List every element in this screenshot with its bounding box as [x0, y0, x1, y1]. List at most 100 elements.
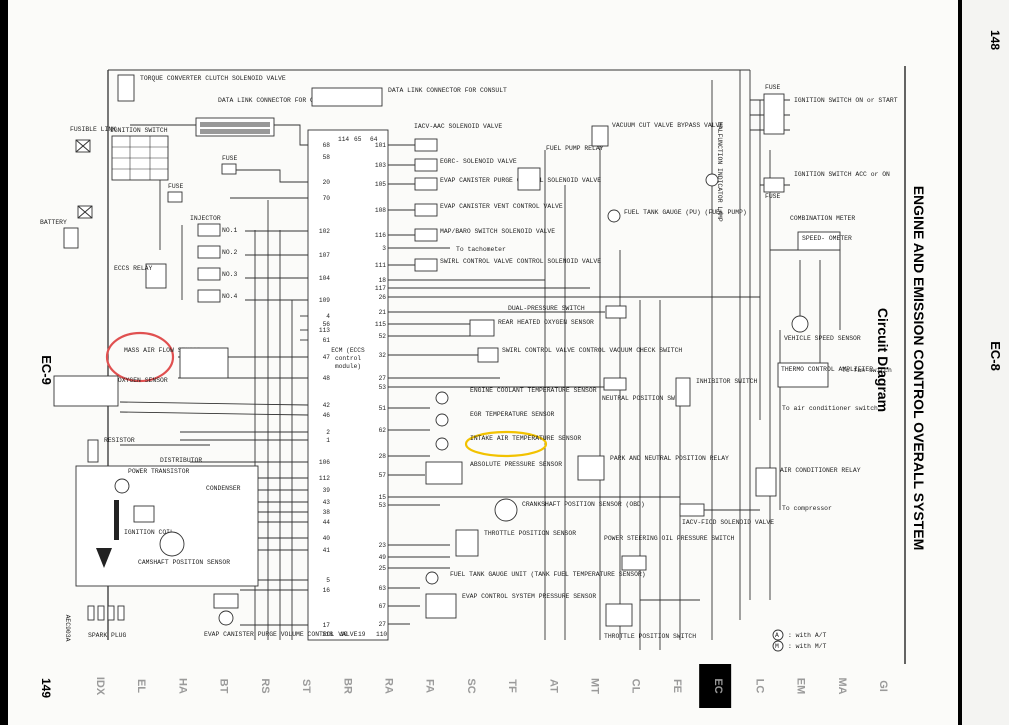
ecm-pin-left: 40 — [323, 535, 331, 542]
resistor: RESISTOR — [87, 437, 135, 463]
tab-cl[interactable]: CL — [630, 679, 642, 694]
ecm-pin-right: 25 — [379, 565, 387, 572]
left-page — [8, 0, 958, 725]
ecm-pin-left: 43 — [323, 499, 331, 506]
ign-acc-on-label: IGNITION SWITCH ACC or ON — [794, 171, 890, 178]
fuel-tank-unit-label: FUEL TANK GAUGE UNIT (TANK FUEL TEMPERAT… — [450, 571, 646, 578]
ecm-pin-right: 51 — [379, 405, 387, 412]
section-tabs: IDX EL HA BT RS ST BR RA FA SC TF AT MT CL FE EC LC EM MA G… — [94, 664, 889, 708]
ecm-right-pins: 1011031051081163111181172621115523227535… — [375, 142, 386, 628]
ecm-pin-right: 116 — [375, 232, 386, 239]
tab-em[interactable]: EM — [795, 678, 807, 695]
ecm-pin-right: 67 — [379, 603, 387, 610]
legend-m-text: : with M/T — [788, 643, 827, 650]
ecm-pin-left: 16 — [323, 587, 331, 594]
ecm-pin-left: 20 — [323, 179, 331, 186]
tab-tf[interactable]: TF — [506, 679, 518, 693]
ecm-pin-left: 2 — [326, 429, 330, 436]
inhibitor-switch-label: INHIBITOR SWITCH — [696, 378, 758, 385]
ignition-coil-label: IGNITION COIL — [124, 529, 174, 536]
ecm-pin-left: 39 — [323, 487, 331, 494]
tab-mt[interactable]: MT — [589, 678, 601, 694]
neutral-switch-label: NEUTRAL POSITION SWITCH — [602, 395, 690, 402]
data-link-gst-label: DATA LINK CONNECTOR FOR GST — [218, 97, 322, 104]
coolant-temp-label: ENGINE COOLANT TEMPERATURE SENSOR — [470, 387, 597, 394]
ecm-pin-right: 3 — [382, 245, 386, 252]
ecm-pin-right: 28 — [379, 453, 387, 460]
battery: BATTERY — [40, 205, 93, 249]
fuse-left: FUSE FUSE — [167, 155, 238, 203]
ecm-pin-right: 27 — [379, 375, 387, 382]
legend-a-text: : with A/T — [788, 632, 827, 639]
ecm-pin-left: 104 — [319, 275, 330, 282]
tab-br[interactable]: BR — [341, 678, 353, 694]
ecm-pin-left: 68 — [323, 142, 331, 149]
ecm-label-1: ECM (ECCS — [331, 347, 365, 354]
ecm-label-3: module) — [335, 363, 361, 370]
tab-ra[interactable]: RA — [382, 678, 394, 694]
tab-fe[interactable]: FE — [671, 679, 683, 693]
distributor-label: DISTRIBUTOR — [160, 457, 202, 464]
tab-idx[interactable]: IDX — [94, 677, 106, 696]
swirl-vacuum-label: SWIRL CONTROL VALVE CONTROL VACUUM CHECK… — [502, 347, 682, 354]
legend: A : with A/T M : with M/T — [772, 629, 827, 652]
ecm-pin-left: 4 — [326, 313, 330, 320]
injector-no3: NO.3 — [222, 271, 238, 278]
ecm-pin-left: 56 — [323, 321, 331, 328]
ecm-pin-left: 1 — [326, 437, 330, 444]
fuse-label-3: FUSE — [765, 84, 781, 91]
ecm-pin-left: 46 — [323, 412, 331, 419]
eccs-relay: ECCS RELAY — [114, 263, 167, 289]
tab-bt[interactable]: BT — [218, 679, 230, 694]
injector-no4: NO.4 — [222, 293, 238, 300]
tab-el[interactable]: EL — [135, 679, 147, 693]
iacv-aac-label: IACV-AAC SOLENOID VALVE — [414, 123, 502, 130]
evap-purge-volume-valve: EVAP CANISTER PURGE VOLUME CONTROL VALVE — [204, 593, 358, 638]
ecm-pin-right: 21 — [379, 309, 387, 316]
tab-ec[interactable]: EC — [712, 678, 724, 693]
tab-gi[interactable]: GI — [877, 680, 889, 692]
ecm-pin-left: 41 — [323, 547, 331, 554]
park-neutral-relay-label: PARK AND NEUTRAL POSITION RELAY — [610, 455, 729, 462]
ecm-pin-right: 117 — [375, 285, 386, 292]
ecm-pin-left: 61 — [323, 337, 331, 344]
ecm-pin-left: 58 — [323, 154, 331, 161]
ecm-box — [307, 129, 389, 641]
ignition-switch-table: IGNITION SWITCH — [110, 127, 169, 181]
ecm-pin-bottom: 110 — [376, 631, 387, 638]
tab-fa[interactable]: FA — [424, 679, 436, 693]
combination-meter-label: COMBINATION METER — [790, 215, 855, 222]
ecm-pin-right: 53 — [379, 384, 387, 391]
tab-st[interactable]: ST — [300, 679, 312, 693]
ac-relay-label: AIR CONDITIONER RELAY — [780, 467, 861, 474]
ecm-pin-left: 113 — [319, 327, 330, 334]
ecm-pin-right: 103 — [375, 162, 386, 169]
malfunction-lamp-label: MALFUNCTION INDICATOR LAMP — [716, 122, 723, 222]
eccs-relay-label: ECCS RELAY — [114, 265, 153, 272]
egrc-label: EGRC- SOLENOID VALVE — [440, 158, 517, 165]
ecm-pin-right: 57 — [379, 472, 387, 479]
ecm-pin-left: 102 — [319, 228, 330, 235]
ecm-pin-bottom: 118 — [322, 631, 333, 638]
ecm-pin-top: 64 — [370, 136, 378, 143]
tab-sc[interactable]: SC — [465, 678, 477, 693]
tab-ma[interactable]: MA — [836, 677, 848, 694]
fuel-pump-relay-label: FUEL PUMP RELAY — [546, 145, 604, 152]
absolute-pressure-label: ABSOLUTE PRESSURE SENSOR — [470, 461, 562, 468]
fusible-link: FUSIBLE LINK — [70, 126, 116, 153]
tab-at[interactable]: AT — [547, 679, 559, 693]
speedometer-label: SPEED- OMETER — [802, 235, 852, 242]
legend-a-symbol: A — [775, 632, 779, 639]
ecm-pin-top: 114 — [338, 136, 349, 143]
ecm-pin-right: 27 — [379, 621, 387, 628]
tab-lc[interactable]: LC — [753, 679, 765, 694]
ecm-top-pins: 114 65 64 — [338, 136, 378, 143]
tab-ha[interactable]: HA — [176, 678, 188, 694]
ecm-pin-left: 70 — [323, 195, 331, 202]
ecm-pin-left: 107 — [319, 252, 330, 259]
to-fan-switch-label: To fan switch — [842, 367, 892, 374]
tab-rs[interactable]: RS — [259, 678, 271, 693]
ecm-pin-top: 65 — [354, 136, 362, 143]
to-compressor-label: To compressor — [782, 505, 832, 512]
